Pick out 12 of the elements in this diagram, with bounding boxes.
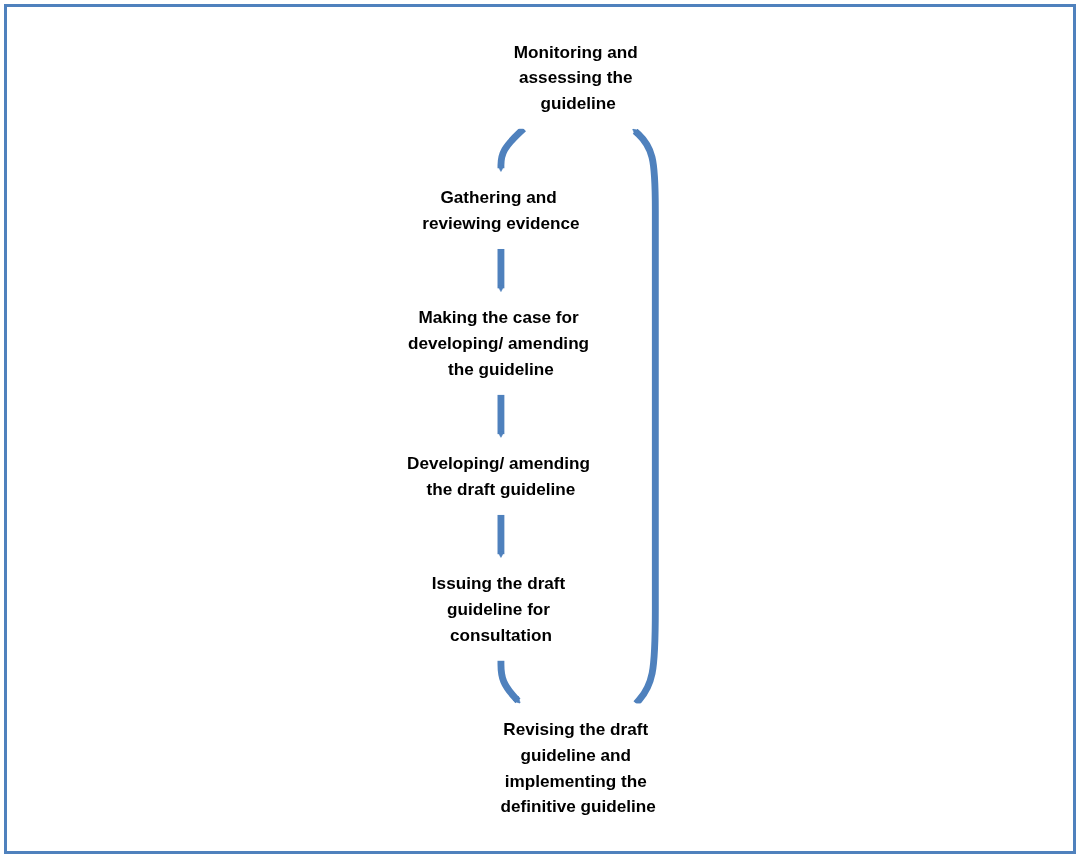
- arrow: [632, 128, 660, 706]
- node-text: Issuing the draft guideline for consultation: [432, 573, 566, 645]
- arrow: [497, 248, 506, 293]
- node-text: Gathering and reviewing evidence: [422, 187, 581, 233]
- arrow: [497, 126, 527, 173]
- arrow: [497, 660, 522, 704]
- arrow: [497, 514, 506, 558]
- node-text: Developing/ amending the draft guideline: [407, 453, 591, 499]
- node-text: Monitoring and assessing the guideline: [514, 42, 639, 113]
- arrow: [497, 394, 506, 438]
- node-text: Revising the draft guideline and implementing the definitive guideline: [500, 719, 657, 816]
- node-text: Making the case for developing/ amending the guideline: [408, 308, 590, 379]
